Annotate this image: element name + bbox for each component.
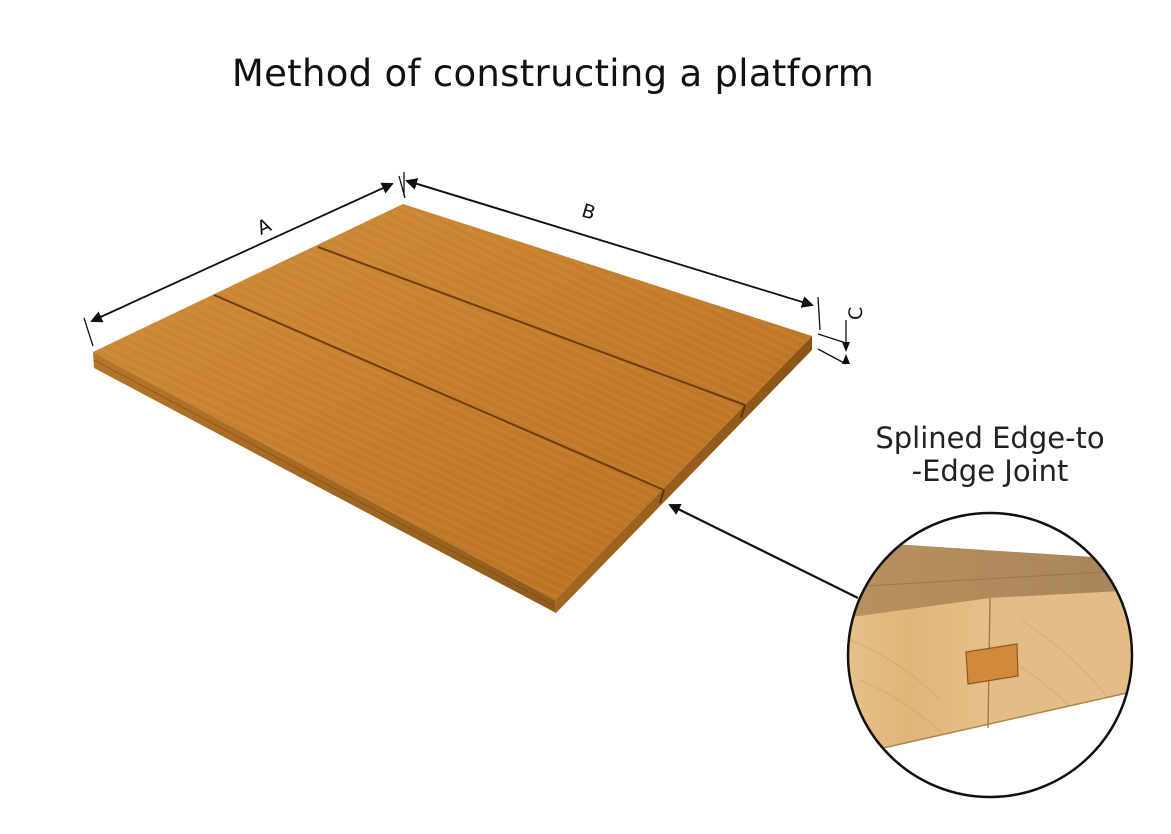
callout-arrow [668,504,859,599]
spline [965,643,1019,685]
platform-board [93,204,812,613]
callout-label: Splined Edge-to -Edge Joint [840,422,1140,488]
detail-board-top [848,540,1132,620]
board-seam [317,246,746,406]
joint-detail-magnifier [846,511,1134,799]
callout-label-line-1: Splined Edge-to [875,421,1105,455]
board-seam [213,294,665,491]
dimension-c: C [817,307,867,365]
board-right-edge [555,336,812,613]
dimension-a-label: A [254,214,275,239]
callout-label-line-2: -Edge Joint [911,454,1069,488]
dimension-b-label: B [579,200,598,225]
dimension-c-label: C [845,307,867,320]
dimension-b: B [403,172,821,331]
page-title: Method of constructing a platform [231,52,875,95]
